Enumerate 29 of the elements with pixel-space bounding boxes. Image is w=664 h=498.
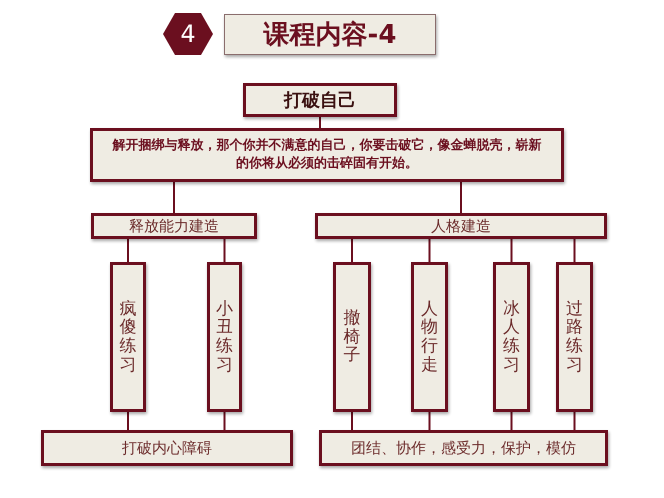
category-box: 释放能力建造 — [91, 213, 257, 239]
connector-line — [351, 412, 353, 430]
outcome-box: 团结、协作，感受力，保护，模仿 — [319, 430, 608, 466]
exercise-box: 小丑练习 — [207, 262, 242, 412]
description-box: 解开捆绑与释放，那个你并不满意的自己，你要击破它，像金蝉脱壳，崭新的你将从必须的击碎固有开始。 — [90, 128, 564, 182]
exercise-box: 疯傻练习 — [110, 262, 146, 412]
connector-line — [510, 239, 512, 262]
connector-line — [428, 412, 430, 430]
exercise-box: 过路练习 — [556, 262, 593, 412]
connector-line — [224, 239, 226, 262]
connector-line — [127, 412, 129, 430]
connector-line — [127, 239, 129, 262]
connector-line — [574, 239, 576, 262]
topic-box: 打破自己 — [243, 83, 397, 117]
outcome-box: 打破内心障碍 — [41, 430, 293, 466]
connector-line — [460, 182, 462, 213]
connector-line — [224, 412, 226, 430]
exercise-box: 冰人练习 — [493, 262, 530, 412]
connector-line — [351, 239, 353, 262]
connector-line — [428, 239, 430, 262]
number-badge: 4 — [163, 13, 213, 55]
title-box: 课程内容-4 — [224, 14, 436, 55]
connector-line — [574, 412, 576, 430]
connector-line — [319, 117, 321, 128]
connector-line — [173, 182, 175, 213]
exercise-box: 人物行走 — [411, 262, 448, 412]
connector-line — [510, 412, 512, 430]
category-box: 人格建造 — [315, 213, 607, 239]
exercise-box: 撤椅子 — [333, 262, 371, 412]
